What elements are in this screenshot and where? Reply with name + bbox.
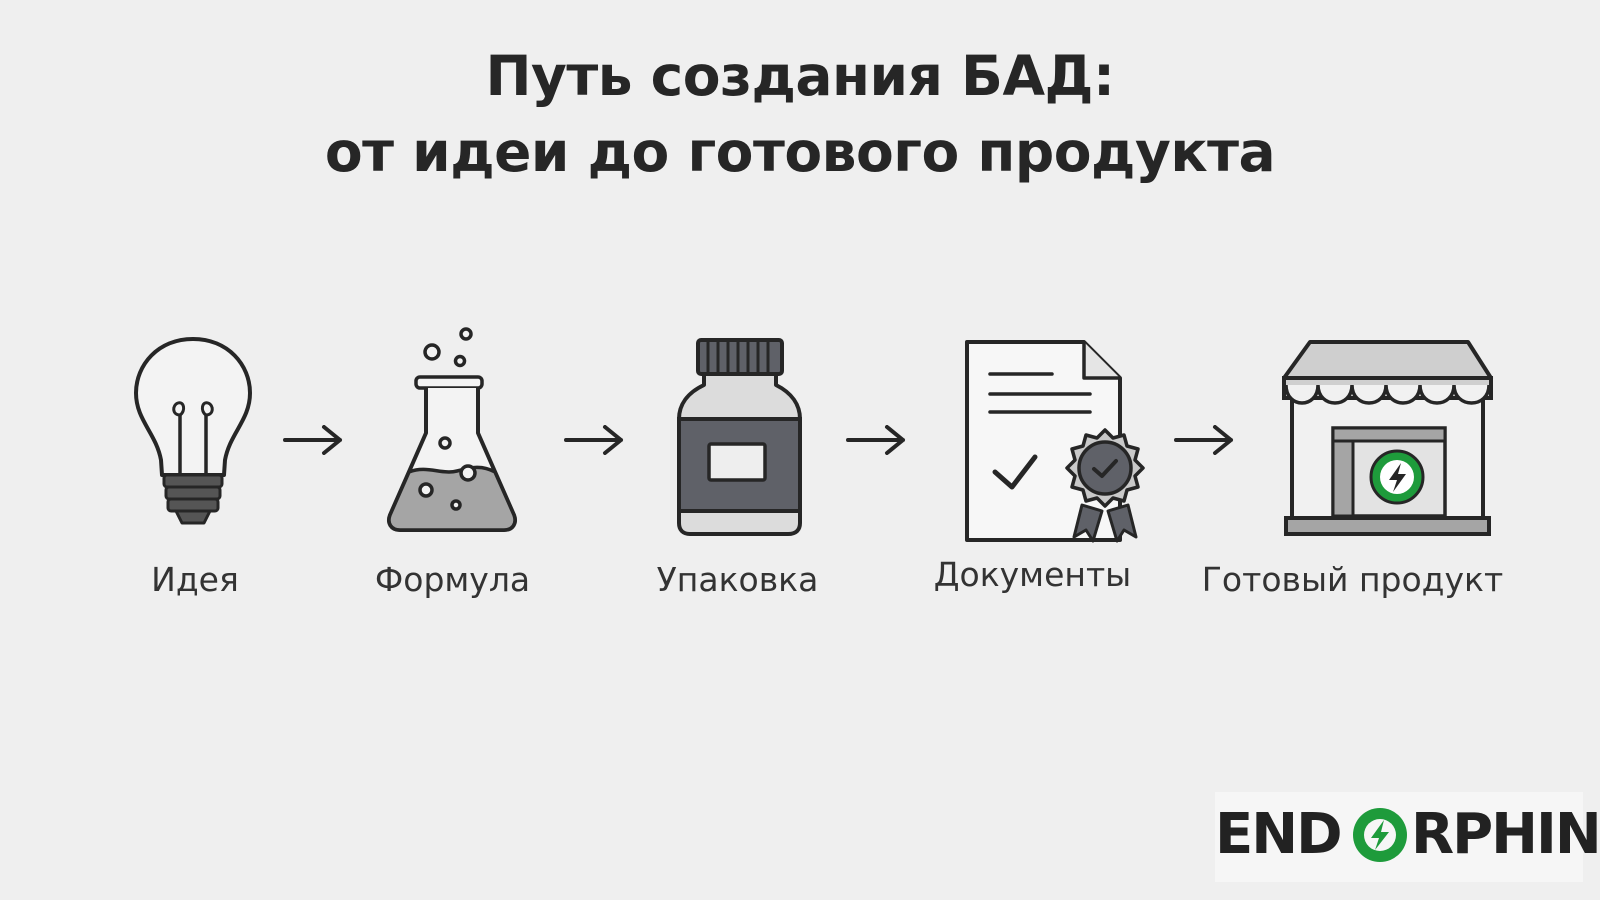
step-label-documents: Документы xyxy=(933,555,1132,594)
bottle-icon xyxy=(677,338,802,536)
step-packaging xyxy=(674,325,804,540)
arrow-icon-2 xyxy=(563,425,627,459)
step-label-finished-product: Готовый продукт xyxy=(1201,560,1504,599)
store-icon xyxy=(1282,340,1493,536)
step-label-idea: Идея xyxy=(151,560,239,599)
flask-icon xyxy=(387,327,517,532)
page-title: Путь создания БАД: от идеи до готового п… xyxy=(0,38,1600,190)
step-idea xyxy=(128,325,258,540)
logo-text-right: RPHIN xyxy=(1411,802,1600,867)
step-finished-product xyxy=(1278,325,1498,540)
title-line-1: Путь создания БАД: xyxy=(485,44,1115,108)
title-line-2: от идеи до готового продукта xyxy=(324,120,1276,184)
step-documents xyxy=(962,325,1157,550)
step-formula xyxy=(382,325,522,540)
step-label-formula: Формула xyxy=(374,560,531,599)
lightning-o-icon xyxy=(1353,808,1407,862)
arrow-icon-4 xyxy=(1173,425,1237,459)
brand-logo: END RPHIN xyxy=(1215,792,1600,882)
lightbulb-icon xyxy=(134,337,252,525)
arrow-icon-1 xyxy=(282,425,346,459)
arrow-icon-3 xyxy=(845,425,909,459)
step-label-packaging: Упаковка xyxy=(656,560,819,599)
certificate-document-icon xyxy=(965,340,1145,543)
logo-text-left: END xyxy=(1215,802,1343,867)
